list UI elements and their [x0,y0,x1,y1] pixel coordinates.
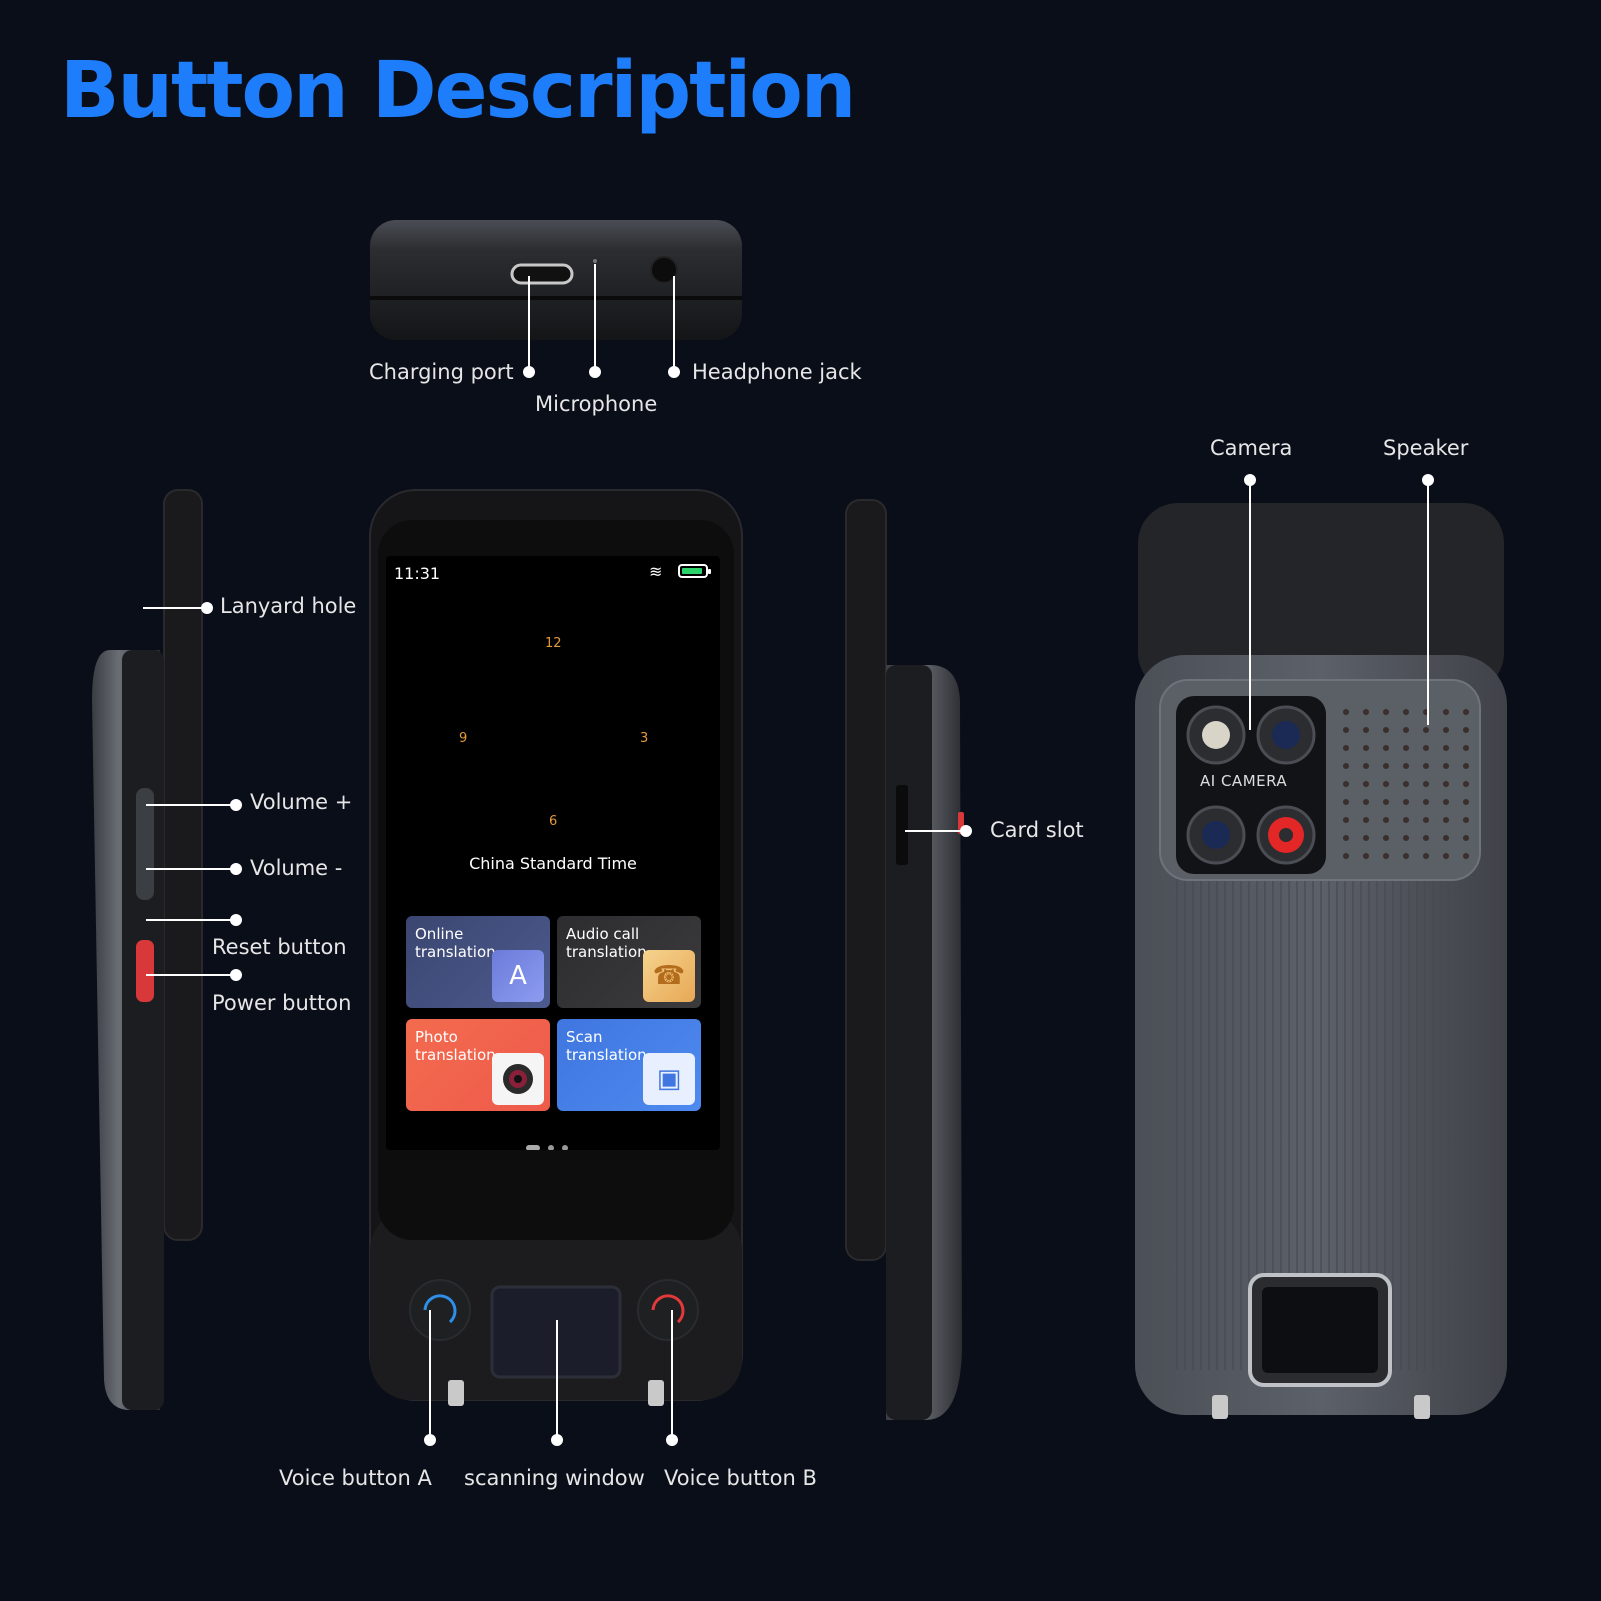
battery-icon [678,564,711,578]
microphone-hole-icon [593,259,597,263]
label-microphone: Microphone [535,392,658,416]
speaker-grille [1343,709,1469,859]
camera-icon [492,1053,544,1105]
leader-dot [666,1434,678,1446]
callout-lines [143,264,1434,1446]
left-side-view [92,489,203,1410]
phone-icon: ☎ [643,950,695,1002]
label-volume-up: Volume + [250,790,353,814]
tile-online-translation[interactable]: Online translation A [406,916,550,1008]
leader-dot [589,366,601,378]
clock-number-12: 12 [545,636,562,651]
voice-button-b-icon [637,1279,699,1341]
tile-photo-translation[interactable]: Photo translation [406,1019,550,1111]
volume-rocker-icon [136,788,154,900]
label-card-slot: Card slot [990,818,1084,842]
leader-dot [668,366,680,378]
leader-dot [230,863,242,875]
clock-number-6: 6 [549,814,558,829]
label-scanning-window: scanning window [464,1466,645,1490]
label-lanyard-hole: Lanyard hole [220,594,357,618]
status-time: 11:31 [394,564,441,583]
back-view [1135,503,1507,1419]
leader-dot [230,914,242,926]
leader-dot [201,602,213,614]
leader-dot [230,969,242,981]
label-speaker: Speaker [1383,436,1469,460]
top-view [370,220,742,340]
charging-port-icon [510,263,574,285]
label-volume-down: Volume - [250,856,343,880]
page-title: Button Description [60,46,856,136]
tile-audio-call-translation[interactable]: Audio call translation ☎ [557,916,701,1008]
leader-dot [424,1434,436,1446]
label-power-button: Power button [212,991,352,1015]
label-voice-button-a: Voice button A [279,1466,432,1490]
power-button-icon [136,940,154,1002]
leader-dot [1244,474,1256,486]
page-indicator [526,1136,576,1150]
leader-dot [551,1434,563,1446]
label-camera: Camera [1210,436,1293,460]
clock-number-3: 3 [640,731,649,746]
clock-number-9: 9 [459,731,468,746]
leader-dot [230,799,242,811]
right-side-view [845,499,964,1420]
card-slot-icon [896,785,908,865]
label-reset-button: Reset button [212,935,347,959]
tile-label: Online translation [415,925,496,961]
tile-label: Photo translation [415,1028,496,1064]
ai-camera-label: AI CAMERA [1200,772,1288,790]
wifi-icon: ≋ [649,562,663,581]
label-headphone-jack: Headphone jack [692,360,862,384]
scan-icon: ▣ [643,1053,695,1105]
headphone-jack-icon [650,256,678,284]
label-voice-button-b: Voice button B [664,1466,817,1490]
leader-dot [960,825,972,837]
leader-dot [1422,474,1434,486]
timezone-label: China Standard Time [469,854,637,873]
label-charging-port: Charging port [369,360,514,384]
tile-label: Audio call translation [566,925,647,961]
voice-button-a-icon [409,1279,471,1341]
translate-icon: A [492,950,544,1002]
phone-screen: 11:31 ≋ 12 3 6 9 China Standard Time Onl… [386,556,720,1150]
leader-dot [523,366,535,378]
tile-scan-translation[interactable]: Scan translation ▣ [557,1019,701,1111]
tile-label: Scan translation [566,1028,647,1064]
